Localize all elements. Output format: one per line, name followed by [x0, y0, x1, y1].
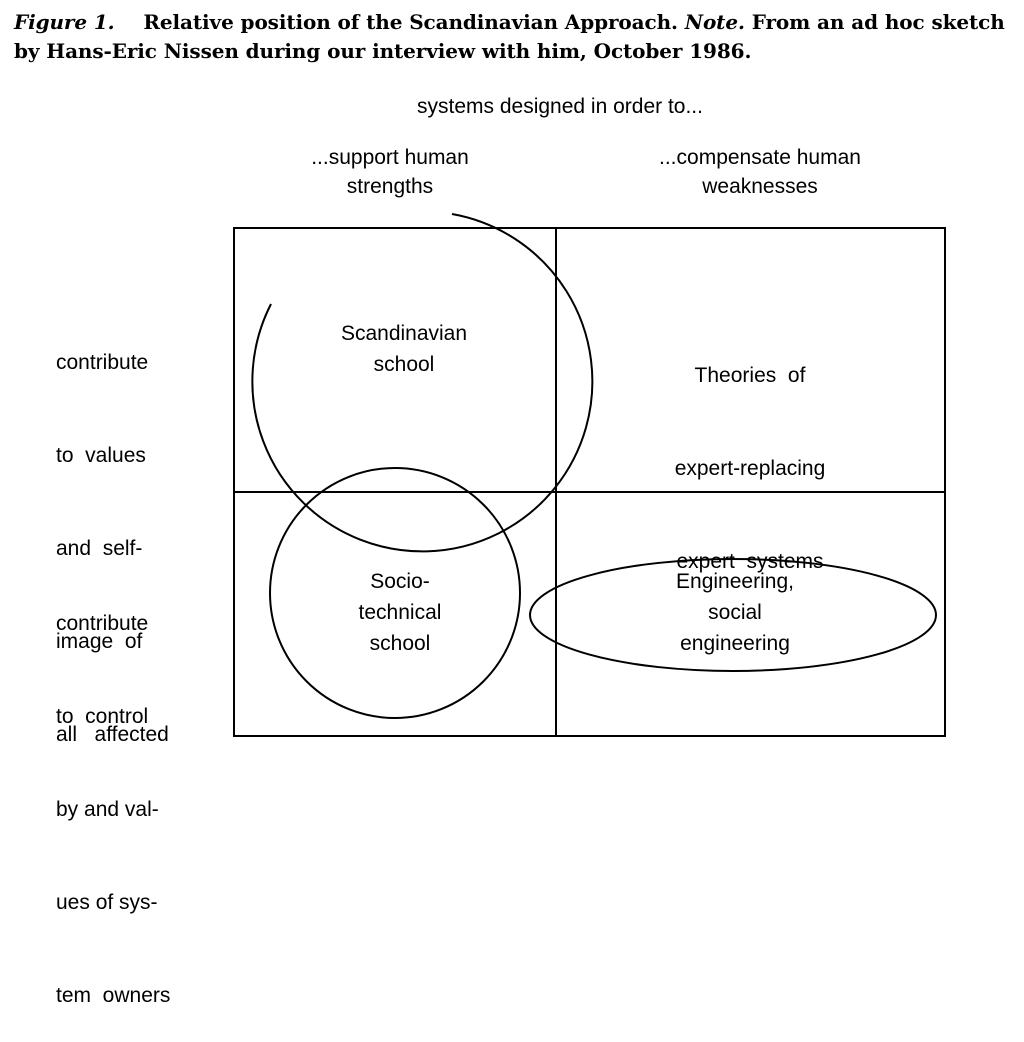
note-label: Note. — [684, 10, 745, 34]
engineering-ellipse — [529, 558, 937, 672]
column-header-weaknesses-line1: ...compensate human — [659, 146, 861, 169]
row-header-control-line4: ues of sys- — [56, 891, 158, 914]
column-header-strengths-line2: strengths — [346, 175, 434, 198]
top-heading-text: systems designed in order to... — [417, 95, 703, 118]
engineering-line1: Engineering, — [676, 570, 794, 593]
row-header-values-line3: and self- — [56, 537, 143, 560]
socio-technical-line1: Socio- — [370, 570, 430, 593]
top-heading: systems designed in order to... — [350, 92, 770, 121]
scandinavian-school-line1: Scandinavian — [340, 322, 468, 345]
row-header-control-line3: by and val- — [56, 798, 159, 821]
row-header-control-line5: tem owners — [56, 984, 171, 1007]
figure-label: Figure 1. — [14, 10, 115, 34]
row-header-control-line1: contribute — [56, 612, 149, 635]
socio-technical-circle — [269, 467, 521, 719]
row-header-values-line2: to values — [56, 444, 146, 467]
row-header-values: contribute to values and self- image of … — [56, 285, 226, 781]
caption-text-2: From an ad hoc sketch by Hans-Eric Nisse… — [14, 10, 1005, 63]
expert-systems-line3: expert systems — [676, 550, 824, 573]
column-header-weaknesses-line2: weaknesses — [702, 175, 818, 198]
row-header-values-line4: image of — [56, 630, 143, 653]
diagram-canvas — [233, 213, 946, 737]
expert-systems-line2: expert-replacing — [674, 457, 826, 480]
matrix-outer-frame — [233, 227, 946, 737]
expert-systems-label: Theories of expert-replacing expert syst… — [630, 298, 870, 608]
figure-caption: Figure 1. Relative position of the Scand… — [14, 8, 1014, 66]
row-header-control-line2: to control — [56, 705, 149, 728]
socio-technical-line3: school — [369, 632, 431, 655]
engineering-line2: social — [708, 601, 762, 624]
socio-technical-line2: technical — [358, 601, 442, 624]
engineering-line3: engineering — [680, 632, 790, 655]
row-header-values-line1: contribute — [56, 351, 149, 374]
expert-systems-line1: Theories of — [694, 364, 806, 387]
column-header-weaknesses: ...compensate human weaknesses — [610, 143, 910, 201]
scandinavian-school-label: Scandinavian school — [304, 318, 504, 380]
column-header-strengths-line1: ...support human — [311, 146, 469, 169]
row-header-control: contribute to control by and val- ues of… — [56, 546, 226, 1042]
scandinavian-school-line2: school — [373, 353, 435, 376]
column-header-strengths: ...support human strengths — [260, 143, 520, 201]
engineering-label: Engineering, social engineering — [635, 566, 835, 659]
caption-text-1: Relative position of the Scandinavian Ap… — [143, 10, 678, 34]
socio-technical-label: Socio- technical school — [310, 566, 490, 659]
scandinavian-school-circle — [251, 213, 594, 553]
row-header-values-line5: all affected — [56, 723, 169, 746]
